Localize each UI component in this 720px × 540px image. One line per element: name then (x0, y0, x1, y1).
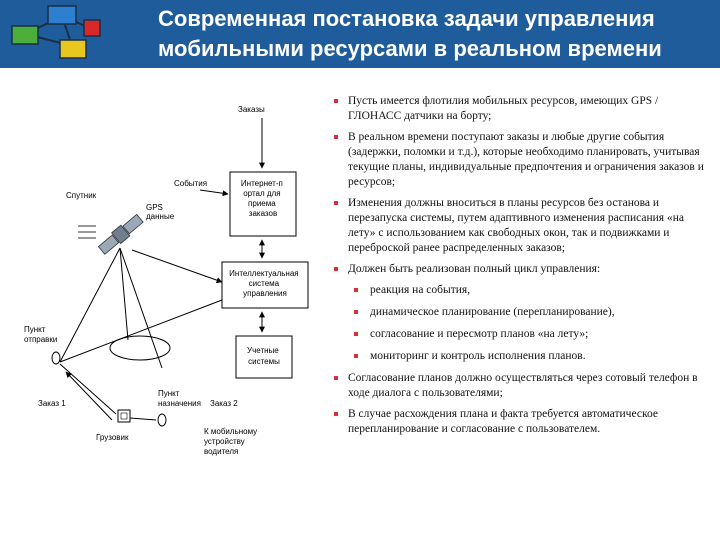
svg-text:Учетные системы: Учетные системы (247, 346, 281, 366)
order2-label: Заказ 2 (210, 399, 238, 408)
sub-bullet-item: реакция на события, (330, 283, 705, 298)
truck-label: Грузовик (96, 433, 129, 442)
gps-arrow (131, 249, 223, 284)
order1-label: Заказ 1 (38, 399, 66, 408)
system-diagram: Заказы События Спутник GPS данные Интерн… (24, 105, 309, 456)
route-arrow (65, 371, 113, 421)
destination-label: Пункт назначения (158, 389, 201, 408)
bullet-marker-icon (334, 99, 338, 103)
orders-label: Заказы (238, 105, 265, 114)
bullet-item: Согласование планов должно осуществлятьс… (330, 371, 705, 401)
bullet-item: В случае расхождения плана и факта требу… (330, 407, 705, 437)
logo-blue-node (47, 5, 77, 25)
bullet-item: Должен быть реализован полный цикл управ… (330, 262, 705, 277)
bullet-item: Пусть имеется флотилия мобильных ресурсо… (330, 94, 705, 124)
destination-point-icon (157, 413, 167, 427)
truck-icon (117, 409, 131, 423)
page-title-line-2: мобильными ресурсами в реальном времени (158, 36, 662, 61)
events-label: События (174, 179, 207, 188)
bullet-list: Пусть имеется флотилия мобильных ресурсо… (330, 94, 705, 443)
intelligent-system-box: Интеллектуальная система управления (221, 261, 309, 309)
satellite-icon (78, 213, 144, 255)
bullet-marker-icon (334, 376, 338, 380)
system-ground-link (59, 299, 223, 363)
bullet-marker-icon (354, 288, 358, 292)
bullet-marker-icon (334, 135, 338, 139)
bullet-item: В реальном времени поступают заказы и лю… (330, 130, 705, 190)
logo-yellow-node (59, 39, 87, 59)
bullet-marker-icon (334, 412, 338, 416)
page-title: Современная постановка задачи управления… (158, 4, 718, 64)
sub-bullet-item: мониторинг и контроль исполнения планов. (330, 349, 705, 364)
logo-green-node (11, 25, 39, 45)
network-logo-icon (11, 5, 101, 59)
departure-point-icon (51, 351, 61, 365)
svg-text:Интеллектуальная система: Интеллектуальная система управления (229, 269, 301, 298)
sub-bullet-item: динамическое планирование (перепланирова… (330, 305, 705, 320)
internet-portal-box: Интернет-п ортал для приема заказов (229, 171, 297, 237)
page-title-line-1: Современная постановка задачи управления (158, 6, 655, 31)
bullet-marker-icon (354, 332, 358, 336)
logo-red-node (83, 19, 101, 37)
events-arrow (199, 189, 229, 197)
accounting-systems-box: Учетные системы (235, 335, 293, 379)
bullet-marker-icon (354, 354, 358, 358)
bullet-marker-icon (334, 267, 338, 271)
coverage-ellipse (109, 335, 171, 361)
departure-label: Пункт отправки (24, 325, 57, 344)
sub-bullet-item: согласование и пересмотр планов «на лету… (330, 327, 705, 342)
title-bar: Современная постановка задачи управления… (0, 0, 720, 68)
driver-device-label: К мобильному устройству водителя (204, 427, 259, 456)
svg-text:Интернет-п ортал для: Интернет-п ортал для приема заказов (241, 179, 285, 218)
gps-label: GPS данные (146, 203, 175, 221)
bullet-item: Изменения должны вноситься в планы ресур… (330, 196, 705, 256)
satellite-label: Спутник (66, 191, 97, 200)
bullet-marker-icon (334, 201, 338, 205)
bullet-marker-icon (354, 310, 358, 314)
